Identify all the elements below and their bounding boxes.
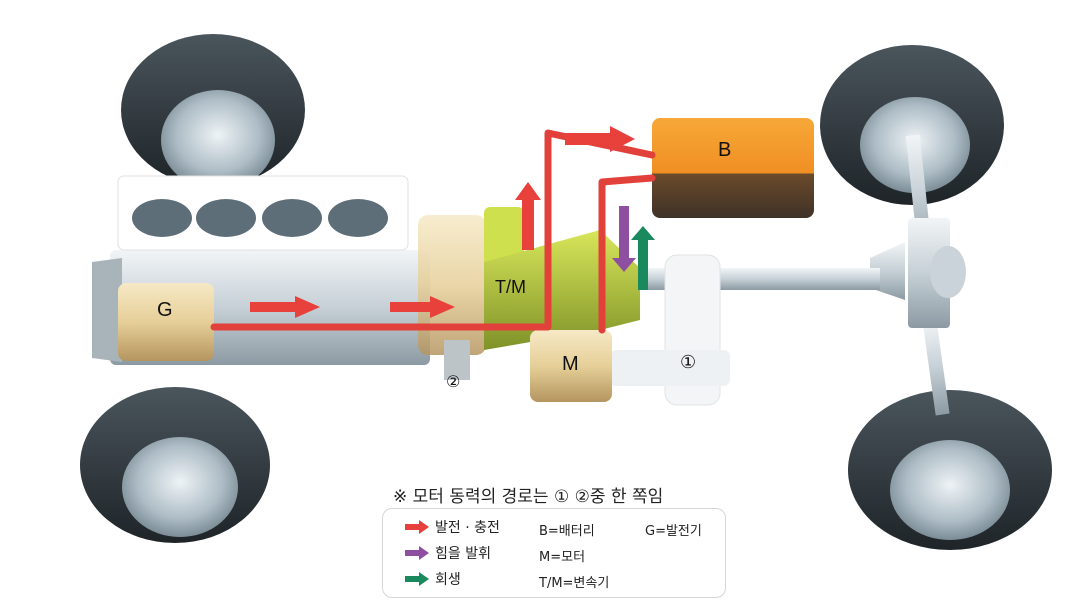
path-1-label: ① [680,352,697,373]
charge-arrows [250,126,635,318]
rear-axle [870,134,966,416]
abbr-transmission: T/M=변속기 [539,576,610,591]
generator [118,283,214,361]
motor-shaft [610,350,730,386]
generator-label: G [157,299,173,321]
path-2-label: ② [446,372,461,391]
motor [530,330,612,402]
legend-label: 힘을 발휘 [435,546,491,562]
regen-arrow [631,226,655,290]
abbr-motor: M=모터 [539,550,586,565]
wheel-front-left [80,387,270,543]
battery [652,118,814,218]
legend: 발전 · 충전 힘을 발휘 회생 B=배터리 G=발전기 M=모터 T/M=변속… [382,508,726,598]
green-arrow-icon [405,572,429,586]
power-arrow [612,206,636,272]
battery-label: B [718,139,732,161]
legend-label: 발전 · 충전 [435,520,500,536]
motor-path-note: ※ 모터 동력의 경로는 ① ②중 한 쪽임 [393,487,664,507]
gear-path-2 [444,340,470,380]
legend-item-charge: 발전 · 충전 [405,515,500,539]
abbr-battery: B=배터리 [539,524,595,539]
purple-arrow-icon [405,546,429,560]
legend-item-power: 힘을 발휘 [405,541,491,565]
red-arrow-icon [405,520,429,534]
abbr-generator: G=발전기 [645,524,702,539]
legend-label: 회생 [435,572,461,588]
wheel-rear-left [121,34,305,190]
clutch-housing [418,215,486,355]
wheel-front-right [848,390,1052,550]
motor-label: M [562,353,579,375]
transmission-label: T/M [495,277,526,297]
legend-item-regen: 회생 [405,567,461,591]
